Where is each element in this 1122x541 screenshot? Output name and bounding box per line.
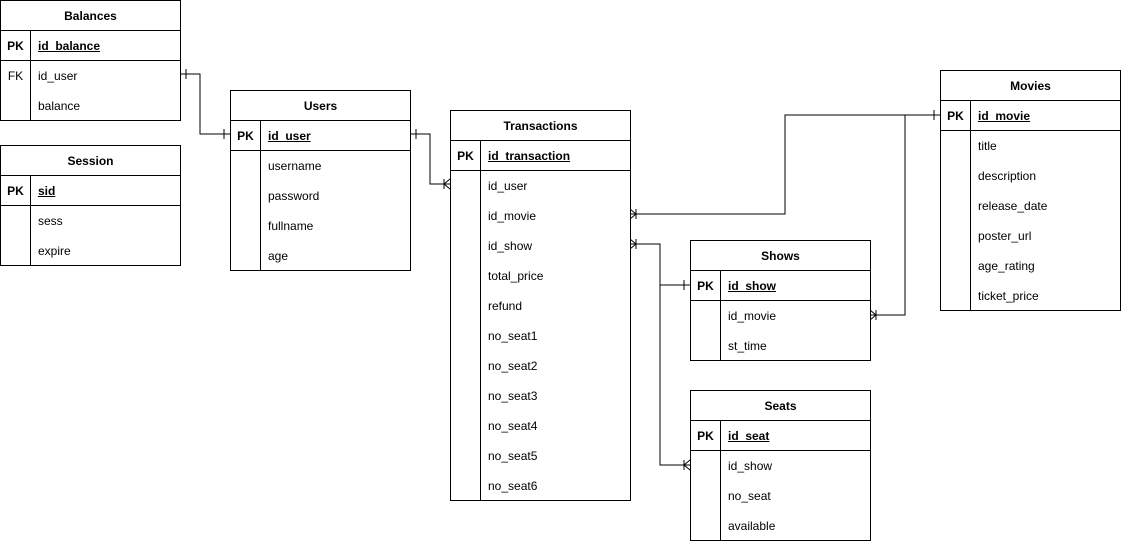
- key-column-divider: [260, 121, 261, 271]
- field: available: [728, 519, 776, 533]
- entity-session[interactable]: Session PK sid sess expire: [0, 145, 181, 266]
- pk-field: id_balance: [38, 38, 101, 53]
- pk-field: id_movie: [978, 108, 1031, 123]
- field: description: [978, 169, 1037, 183]
- field: id_show: [488, 239, 533, 253]
- key-column-divider: [480, 141, 481, 501]
- pk-label: PK: [697, 428, 714, 443]
- field: release_date: [978, 199, 1048, 213]
- link-movies-transactions: [630, 114, 940, 215]
- field: poster_url: [978, 229, 1032, 243]
- entity-title: Users: [231, 91, 410, 121]
- field: total_price: [488, 269, 544, 283]
- pk-field: id_transaction: [488, 148, 571, 163]
- pk-label: PK: [697, 278, 714, 293]
- entity-users[interactable]: Users PK id_user username password fulln…: [230, 90, 411, 271]
- primary-key-row: [941, 101, 1120, 131]
- field: fullname: [268, 219, 314, 233]
- primary-key-row: [1, 176, 180, 206]
- field: sess: [38, 214, 63, 228]
- entity-seats[interactable]: Seats PK id_seat id_show no_seat availab…: [690, 390, 871, 541]
- pk-field: id_seat: [728, 428, 770, 443]
- field: password: [268, 189, 320, 203]
- field: no_seat2: [488, 359, 538, 373]
- field: no_seat4: [488, 419, 538, 433]
- field: refund: [488, 299, 523, 313]
- pk-label: PK: [947, 108, 964, 123]
- field: title: [978, 139, 997, 153]
- primary-key-row: [231, 121, 410, 151]
- primary-key-row: [691, 421, 870, 451]
- link-shows-transactions: [630, 243, 690, 286]
- field: id_user: [488, 179, 528, 193]
- primary-key-row: [691, 271, 870, 301]
- entity-movies[interactable]: Movies PK id_movie title description rel…: [940, 70, 1121, 311]
- pk-field: id_show: [728, 278, 777, 293]
- field: id_show: [728, 459, 773, 473]
- field: username: [268, 159, 322, 173]
- field: id_movie: [488, 209, 537, 223]
- fk-label: FK: [7, 69, 24, 83]
- key-column-divider: [720, 421, 721, 541]
- pk-field: id_user: [268, 128, 311, 143]
- primary-key-row: [1, 31, 180, 61]
- field: no_seat: [728, 489, 771, 503]
- entity-title: Balances: [1, 1, 180, 31]
- entity-title: Movies: [941, 71, 1120, 101]
- key-column-divider: [30, 176, 31, 266]
- entity-title: Session: [1, 146, 180, 176]
- entity-title: Transactions: [451, 111, 630, 141]
- entity-transactions[interactable]: Transactions PK id_transaction id_user i…: [450, 110, 631, 501]
- field: no_seat1: [488, 329, 538, 343]
- field: balance: [38, 99, 81, 113]
- field: no_seat6: [488, 479, 538, 493]
- link-movies-shows: [870, 114, 940, 316]
- pk-label: PK: [7, 183, 24, 198]
- field: id_user: [38, 69, 78, 83]
- field: no_seat3: [488, 389, 538, 403]
- entity-title: Seats: [691, 391, 870, 421]
- field: age_rating: [978, 259, 1035, 273]
- primary-key-row: [451, 141, 630, 171]
- entity-title: Shows: [691, 241, 870, 271]
- field: expire: [38, 244, 71, 258]
- pk-label: PK: [7, 38, 24, 53]
- field: id_movie: [728, 309, 777, 323]
- key-column-divider: [30, 31, 31, 121]
- key-column-divider: [720, 271, 721, 361]
- pk-field: sid: [38, 183, 56, 198]
- key-column-divider: [970, 101, 971, 311]
- pk-label: PK: [237, 128, 254, 143]
- link-users-transactions: [410, 133, 450, 185]
- link-balances-users: [180, 73, 230, 135]
- field: ticket_price: [978, 289, 1039, 303]
- field: age: [268, 249, 289, 263]
- pk-label: PK: [457, 148, 474, 163]
- entity-balances[interactable]: Balances PK id_balance FK id_user balanc…: [0, 0, 181, 121]
- link-transactions-seats: [659, 285, 690, 466]
- field: no_seat5: [488, 449, 538, 463]
- entity-shows[interactable]: Shows PK id_show id_movie st_time: [690, 240, 871, 361]
- field: st_time: [728, 339, 767, 353]
